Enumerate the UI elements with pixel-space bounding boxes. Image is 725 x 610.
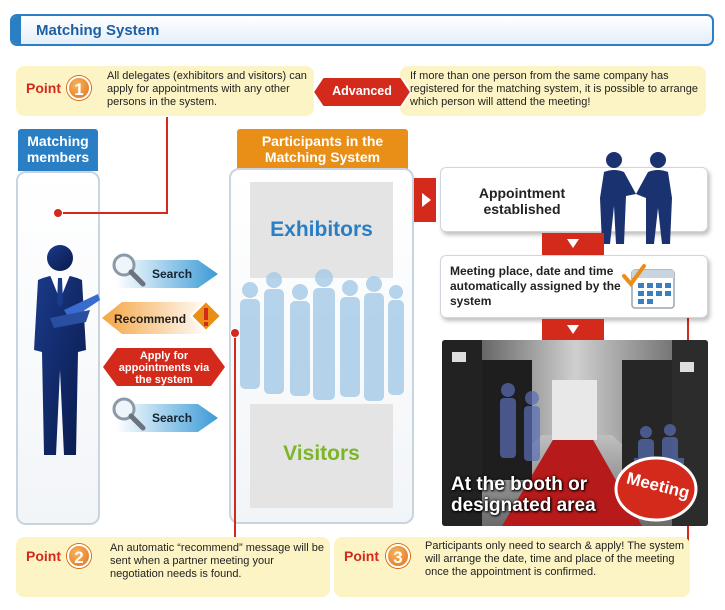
- calendar-check-icon: [622, 264, 675, 309]
- point-1-box: [16, 66, 314, 116]
- point-2-label: Point: [26, 548, 61, 564]
- meeting-badge-burst: [614, 456, 698, 522]
- arrow-down-icon-1: [567, 239, 579, 248]
- warning-icon: [190, 300, 222, 332]
- meeting-place-text: Meeting place, date and time automatical…: [450, 264, 621, 308]
- apply-arrow: [103, 348, 225, 386]
- meeting-badge: Meeting: [614, 456, 698, 522]
- visitors-box: [250, 404, 393, 508]
- point-3-number: 3: [386, 544, 410, 568]
- magnifier-icon-top: [112, 253, 146, 287]
- point-2-box: [16, 537, 330, 597]
- exhibitors-box: [250, 182, 393, 278]
- matching-members-title: Matching members: [18, 129, 98, 171]
- section-header: Matching System: [10, 14, 714, 46]
- recommend-label: Recommend: [114, 312, 187, 326]
- arrow-down-icon-2: [567, 325, 579, 334]
- search-label-bottom: Search: [152, 411, 193, 425]
- exhibitors-label: Exhibitors: [270, 218, 373, 241]
- search-label-top: Search: [152, 267, 193, 281]
- magnifier-icon-bottom: [112, 397, 146, 431]
- businessman-laptop-icon: [34, 245, 100, 455]
- apply-label: Apply for appointments via the system: [118, 350, 210, 386]
- appointment-text: Appointment established: [478, 185, 566, 217]
- point-2-text: An automatic “recommend” message will be…: [110, 542, 324, 580]
- advanced-badge: Advanced: [313, 77, 411, 107]
- arrow-right-icon: [422, 193, 431, 207]
- handshake-icon: [600, 152, 672, 244]
- advanced-text: If more than one person from the same co…: [410, 70, 698, 108]
- advanced-box: [400, 66, 706, 116]
- booth-text: At the booth or designated area: [451, 474, 596, 516]
- point-3-label: Point: [344, 548, 379, 564]
- advanced-label: Advanced: [332, 84, 392, 98]
- participants-title: Participants in the Matching System: [237, 129, 408, 169]
- advanced-badge-shape: [313, 77, 411, 107]
- recommend-arrow: [102, 302, 210, 334]
- crowd-silhouette-icon: [240, 269, 404, 401]
- point-2-number: 2: [67, 544, 91, 568]
- page-title: Matching System: [36, 22, 160, 39]
- point-1-label: Point: [26, 80, 61, 96]
- header-accent-bar: [12, 16, 21, 44]
- point-1-number: 1: [67, 76, 91, 100]
- visitors-label: Visitors: [283, 442, 360, 465]
- point-1-text: All delegates (exhibitors and visitors) …: [107, 70, 307, 108]
- point-3-text: Participants only need to search & apply…: [425, 540, 685, 578]
